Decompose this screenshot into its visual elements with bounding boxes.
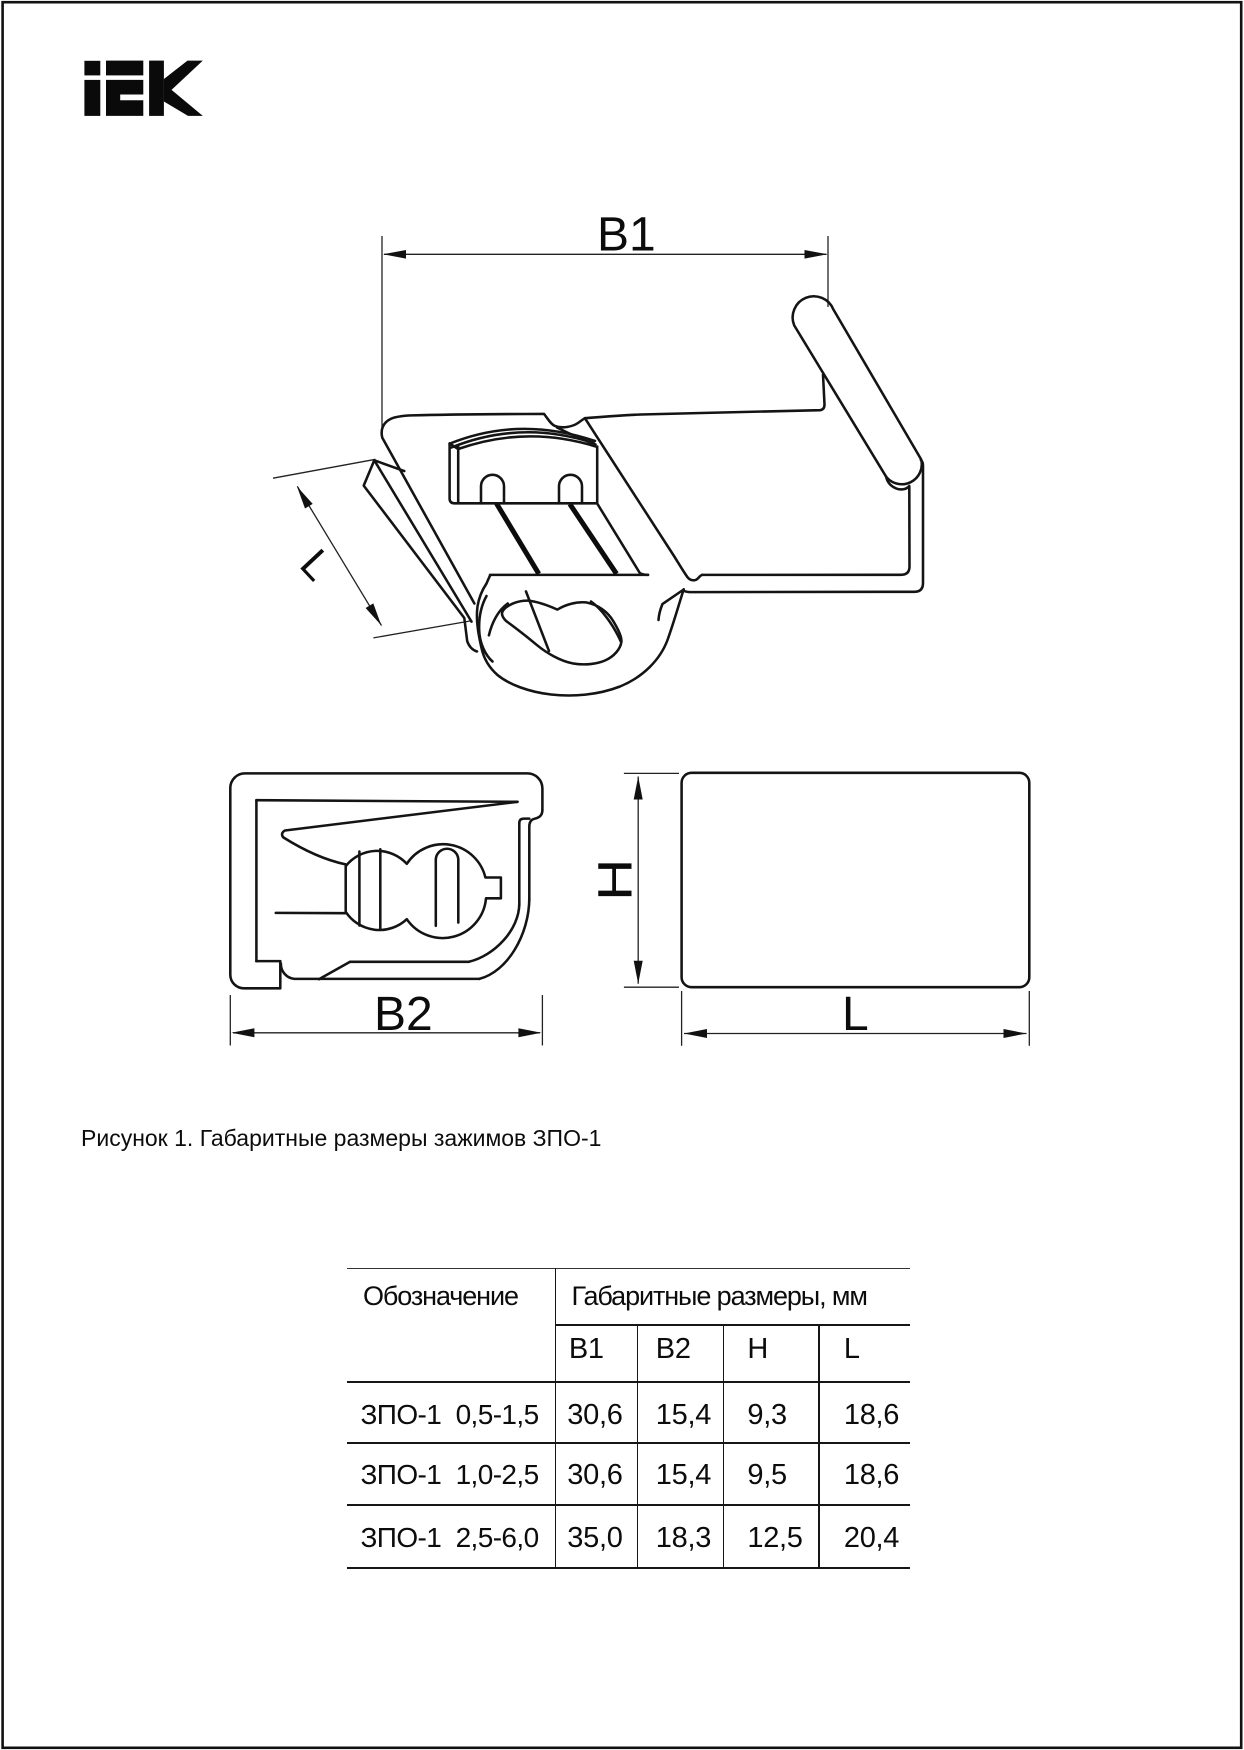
svg-text:B2: B2 xyxy=(374,988,433,1041)
svg-text:L: L xyxy=(842,988,869,1041)
svg-text:H: H xyxy=(589,859,642,901)
svg-text:B1: B1 xyxy=(597,208,656,261)
